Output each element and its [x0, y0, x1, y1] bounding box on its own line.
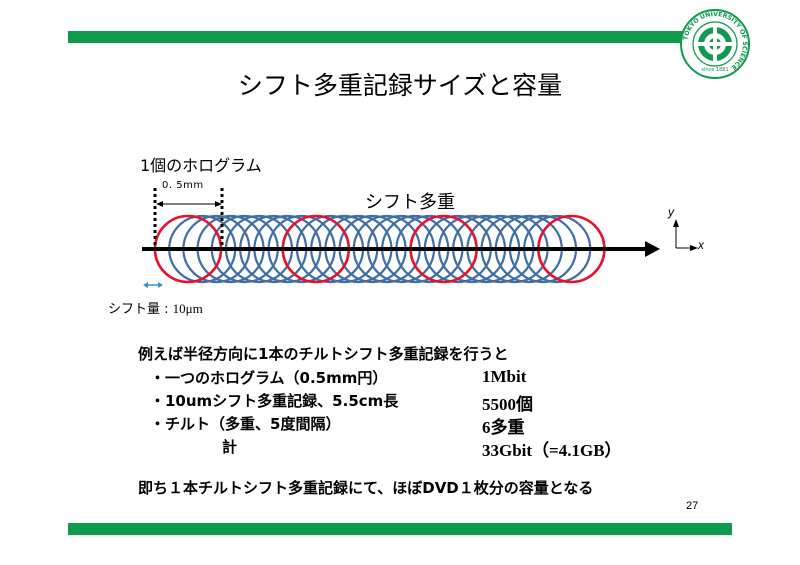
capacity-row-value: 6多重: [482, 418, 525, 437]
shift-multiplex-label: シフト多重: [365, 192, 455, 213]
capacity-row-value: 5500個: [482, 395, 533, 414]
capacity-row-label: ・一つのホログラム（0.5mm円）: [150, 369, 388, 387]
shift-amount-arrow-right: [158, 282, 163, 288]
intro-text: 例えば半径方向に1本のチルトシフト多重記録を行うと: [138, 345, 509, 363]
capacity-row-value: 1Mbit: [482, 367, 527, 386]
axis-x-label: x: [698, 238, 704, 252]
shift-amount-arrow-left: [143, 282, 148, 288]
single-hologram-label: 1個のホログラム: [140, 156, 262, 175]
y-axis-arrowhead: [673, 219, 679, 227]
bottom-accent-bar: [68, 523, 732, 535]
conclusion-text: 即ち１本チルトシフト多重記録にて、ほぼDVD１枚分の容量となる: [138, 479, 594, 497]
logo-since: since 1881: [701, 67, 728, 73]
total-value: 33Gbit（=4.1GB）: [482, 441, 622, 460]
top-accent-bar: [68, 31, 732, 43]
capacity-row-label: ・10umシフト多重記録、5.5cm長: [150, 392, 399, 410]
pitch-arrow-right: [215, 201, 222, 207]
shift-amount-text: シフト量 :: [108, 302, 173, 317]
axis-y-label: y: [668, 205, 674, 219]
total-label: 計: [222, 438, 238, 456]
recording-track-arrowhead: [645, 241, 660, 257]
page-number: 27: [686, 500, 699, 512]
shift-amount-unit: 10μm: [172, 301, 203, 316]
capacity-row-label: ・チルト（多重、5度間隔）: [150, 415, 341, 433]
page-title: シフト多重記録サイズと容量: [237, 71, 563, 100]
pitch-arrow-left: [156, 201, 163, 207]
shift-amount-label: シフト量 : 10μm: [108, 298, 203, 317]
university-logo: TOKYO UNIVERSITY OF SCIENCE since 1881: [680, 9, 750, 79]
x-axis-arrowhead: [690, 245, 698, 251]
hologram-diameter-label: 0. 5mm: [162, 180, 204, 191]
